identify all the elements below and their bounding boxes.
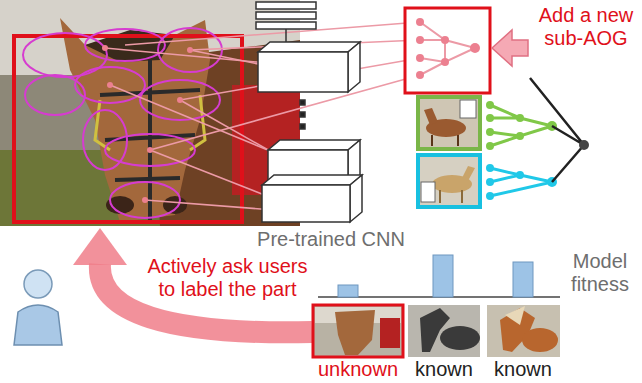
cnn-stack [256, 2, 362, 222]
annotation-label: unknown [313, 358, 403, 381]
annotation-label: Model fitness [562, 250, 638, 296]
annotation-label: Actively ask users to label the part [140, 255, 315, 301]
annotation-label: Add a new sub-AOG [534, 4, 638, 50]
new-sub-aog [405, 8, 528, 93]
horse-photo [0, 0, 300, 226]
link-dots [102, 45, 193, 203]
fitness-chart [318, 255, 560, 297]
sample-images [313, 305, 560, 357]
known-sub-aogs [418, 78, 589, 207]
user-icon [14, 270, 62, 345]
part-links [105, 22, 420, 212]
annotation-label: known [483, 358, 563, 381]
annotation-label: Pre-trained CNN [245, 228, 417, 251]
annotation-label: known [404, 358, 484, 381]
